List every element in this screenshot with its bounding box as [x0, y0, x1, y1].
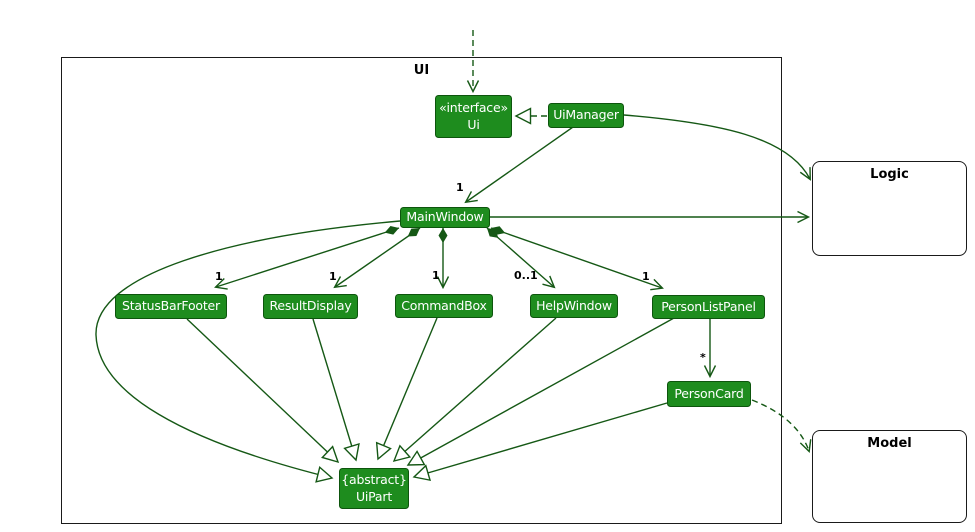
- edge-uimanager-to-mainwindow: [464, 126, 574, 204]
- resultdisplay-name: ResultDisplay: [269, 298, 352, 314]
- class-uipart-abstract: {abstract} UiPart: [339, 468, 409, 509]
- edge-mainwindow-statusbarfooter: [214, 227, 400, 290]
- class-uimanager: UiManager: [548, 103, 624, 128]
- edge-uimanager-to-logic: [623, 114, 811, 181]
- multiplicity-resultdisplay: 1: [329, 270, 337, 283]
- class-statusbarfooter: StatusBarFooter: [115, 294, 227, 319]
- multiplicity-personlistpanel: 1: [642, 270, 650, 283]
- multiplicity-helpwindow: 0..1: [514, 269, 538, 282]
- edge-mainwindow-personlistpanel: [490, 227, 664, 291]
- personlistpanel-name: PersonListPanel: [661, 298, 756, 314]
- multiplicity-statusbarfooter: 1: [215, 270, 223, 283]
- edge-mainwindow-extends-uipart: [95, 220, 401, 483]
- class-commandbox: CommandBox: [395, 294, 493, 318]
- edge-statusbarfooter-extends-uipart: [186, 318, 340, 464]
- class-ui-interface: «interface» Ui: [435, 95, 512, 138]
- uipart-name: UiPart: [355, 488, 393, 504]
- edge-mainwindow-resultdisplay: [333, 227, 421, 289]
- class-mainwindow: MainWindow: [400, 207, 490, 228]
- personcard-name: PersonCard: [674, 385, 744, 401]
- class-personlistpanel: PersonListPanel: [652, 295, 765, 319]
- model-package-frame: Model: [812, 430, 967, 523]
- composition-diamond-personlistpanel: [491, 226, 506, 235]
- composition-diamond-commandbox: [438, 228, 448, 243]
- edge-helpwindow-extends-uipart: [392, 317, 557, 463]
- class-resultdisplay: ResultDisplay: [263, 294, 358, 319]
- ui-name: Ui: [467, 116, 480, 132]
- ui-package-label: UI: [413, 63, 430, 78]
- edge-personcard-model-dependency: [751, 399, 812, 453]
- ui-package-frame: UI: [61, 57, 782, 524]
- model-package-label: Model: [867, 436, 912, 451]
- logic-package-label: Logic: [870, 167, 909, 182]
- edge-resultdisplay-extends-uipart: [312, 318, 360, 462]
- edge-commandbox-extends-uipart: [375, 317, 438, 461]
- class-personcard: PersonCard: [667, 381, 751, 407]
- edge-personlistpanel-extends-uipart: [406, 317, 675, 466]
- uipart-modifier: {abstract}: [341, 472, 407, 488]
- composition-diamond-resultdisplay: [407, 228, 420, 237]
- commandbox-name: CommandBox: [401, 297, 487, 313]
- statusbarfooter-name: StatusBarFooter: [122, 298, 220, 314]
- multiplicity-uimanager-mainwindow: 1: [456, 181, 464, 194]
- multiplicity-commandbox: 1: [432, 269, 440, 282]
- logic-package-frame: Logic: [812, 161, 967, 256]
- helpwindow-name: HelpWindow: [536, 297, 612, 313]
- multiplicity-personcard: *: [700, 351, 706, 364]
- ui-stereotype: «interface»: [439, 100, 508, 116]
- composition-diamond-statusbarfooter: [384, 226, 399, 235]
- class-helpwindow: HelpWindow: [530, 294, 618, 318]
- edge-personcard-extends-uipart: [412, 402, 668, 482]
- mainwindow-name: MainWindow: [406, 209, 484, 225]
- uimanager-name: UiManager: [553, 107, 619, 123]
